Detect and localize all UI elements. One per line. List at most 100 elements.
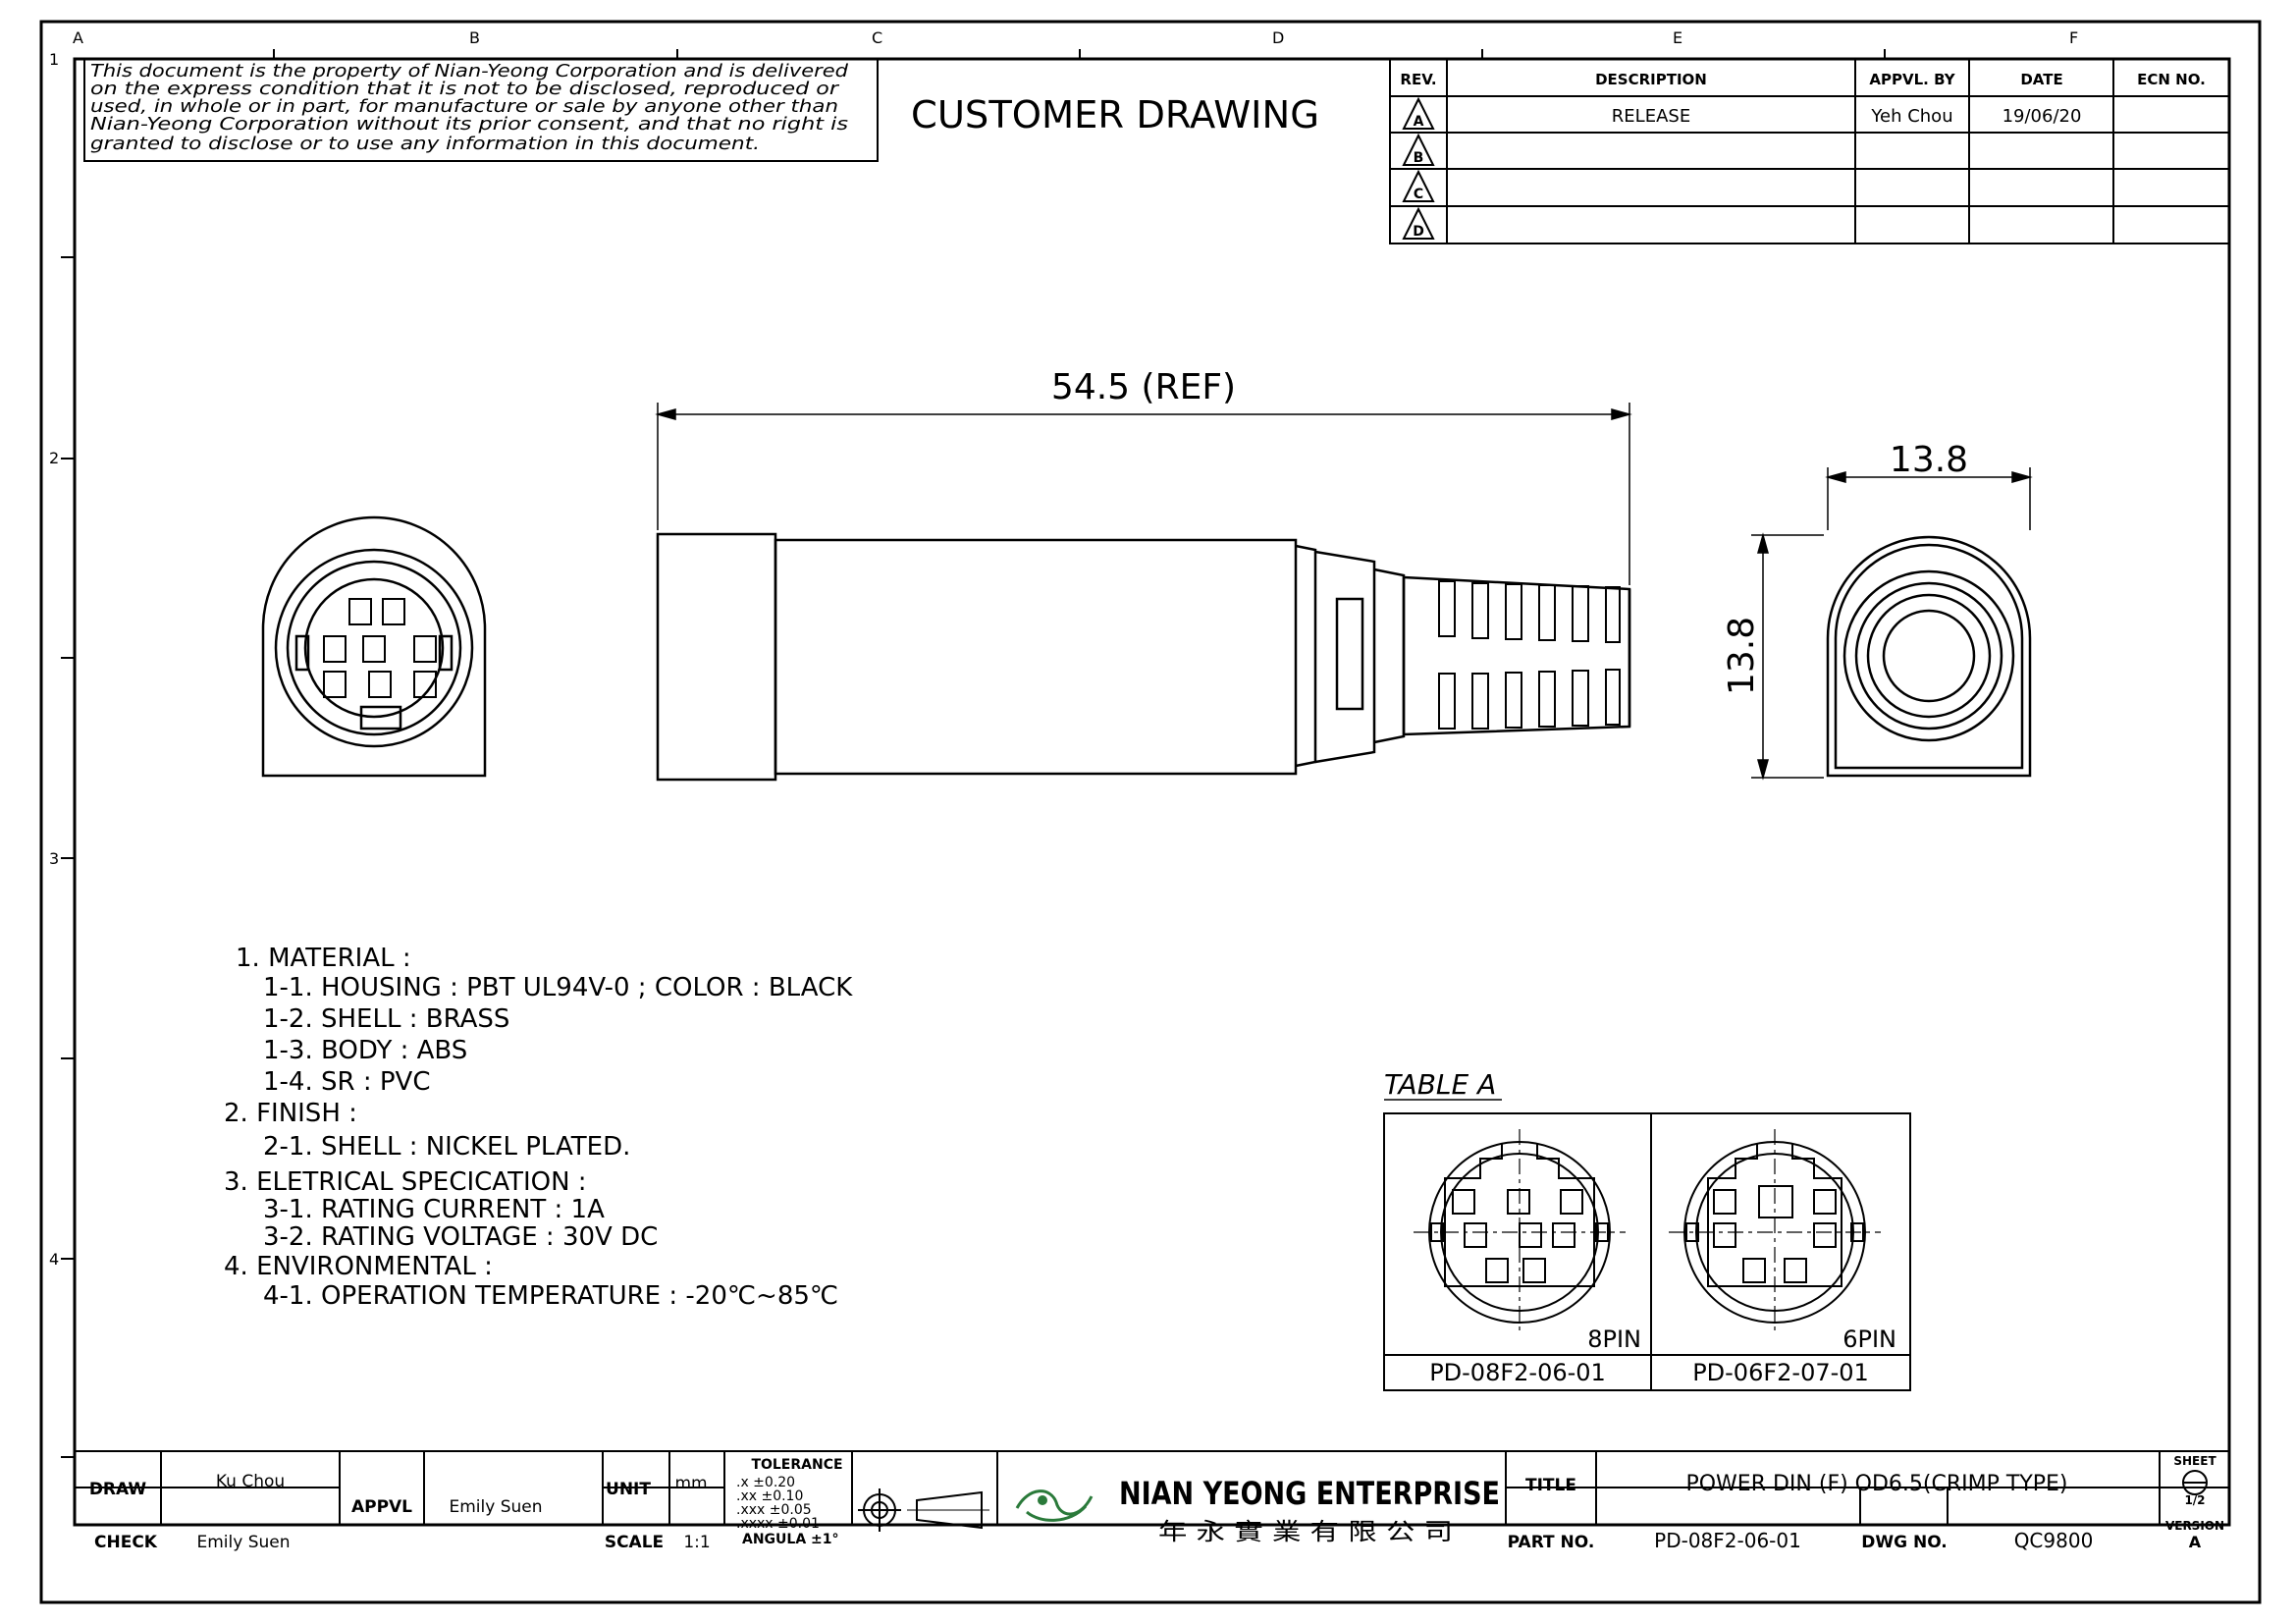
top-zone-ticks — [273, 49, 1886, 59]
zone-number: 1 — [49, 50, 59, 69]
revision-letters: A B C D — [1413, 114, 1424, 240]
table-a-part-number: PD-08F2-06-01 — [1429, 1359, 1606, 1386]
title-label: TITLE — [1525, 1476, 1576, 1495]
table-a-part-number: PD-06F2-07-01 — [1692, 1359, 1869, 1386]
version-label: VERSION — [2165, 1519, 2224, 1533]
rev-letter: A — [1414, 114, 1424, 130]
revision-row-a: RELEASE Yeh Chou 19/06/20 — [1612, 106, 2082, 127]
unit-label: UNIT — [606, 1480, 651, 1499]
zone-letter: C — [872, 28, 882, 47]
dwg-no-value: QC9800 — [2014, 1529, 2094, 1552]
note-line: 3-1. RATING CURRENT : 1A — [263, 1195, 605, 1224]
company-name: NIAN YEONG ENTERPRISE — [1119, 1475, 1500, 1512]
appvl-value: Emily Suen — [449, 1497, 542, 1517]
rev-letter: D — [1413, 224, 1424, 240]
notes-list: 1. MATERIAL : 1-1. HOUSING : PBT UL94V-0… — [224, 944, 853, 1311]
note-line: 1-4. SR : PVC — [263, 1067, 430, 1097]
appvl-label: APPVL — [351, 1497, 412, 1517]
sheet-and-version: SHEET 1/2 VERSION A — [2165, 1454, 2224, 1551]
tolerance-line: .xxxx ±0.01 — [736, 1516, 820, 1532]
left-zone-ticks — [61, 256, 75, 1458]
sheet-symbol-icon — [2182, 1470, 2208, 1495]
tolerance-line: .xxx ±0.05 — [736, 1502, 812, 1518]
drawing-title: CUSTOMER DRAWING — [911, 93, 1319, 136]
scale-value: 1:1 — [683, 1533, 710, 1552]
disclaimer-line: used, in whole or in part, for manufactu… — [90, 96, 838, 117]
disclaimer-line: This document is the property of Nian-Ye… — [90, 61, 849, 81]
note-line: 4-1. OPERATION TEMPERATURE : -20℃~85℃ — [263, 1281, 838, 1311]
note-line: 4. ENVIRONMENTAL : — [224, 1252, 493, 1281]
part-no-label: PART NO. — [1508, 1533, 1595, 1552]
front-view-pins — [323, 598, 437, 698]
revision-description: RELEASE — [1612, 106, 1690, 127]
sheet-value: 1/2 — [2184, 1493, 2205, 1507]
check-label: CHECK — [94, 1533, 158, 1552]
revision-table-headers: REV. DESCRIPTION APPVL. BY DATE ECN NO. — [1400, 71, 2205, 88]
note-line: 1-3. BODY : ABS — [263, 1036, 467, 1065]
note-line: 3. ELETRICAL SPECICATION : — [224, 1167, 587, 1197]
height-dimension-label: 13.8 — [1722, 617, 1762, 695]
strain-relief-slots — [1438, 580, 1621, 730]
disclaimer-line: Nian-Yeong Corporation without its prior… — [90, 114, 848, 135]
zone-letter: B — [469, 28, 480, 47]
dwg-no-label: DWG NO. — [1861, 1533, 1948, 1552]
side-zone-numbers: 1 2 3 4 — [49, 50, 59, 1269]
zone-letter: A — [73, 28, 83, 47]
check-value: Emily Suen — [196, 1533, 290, 1552]
date-header: DATE — [2020, 71, 2062, 88]
table-a-labels: 8PIN 6PIN PD-08F2-06-01 PD-06F2-07-01 — [1429, 1325, 1896, 1386]
rear-view-connector — [1826, 535, 2032, 778]
zone-number: 4 — [49, 1250, 59, 1269]
note-line: 2. FINISH : — [224, 1099, 357, 1128]
table-a-6pin-face — [1669, 1129, 1881, 1335]
sheet-label: SHEET — [2173, 1454, 2216, 1468]
title-block-grid — [75, 1450, 2229, 1525]
table-a-8pin-face — [1414, 1129, 1626, 1335]
inner-border — [73, 57, 2231, 1527]
revision-table-grid — [1389, 58, 2230, 244]
zone-letter: D — [1272, 28, 1284, 47]
ecn-header: ECN NO. — [2137, 71, 2206, 88]
title-value: POWER DIN (F) OD6.5(CRIMP TYPE) — [1685, 1472, 2067, 1496]
scale-label: SCALE — [605, 1533, 664, 1552]
draw-label: DRAW — [89, 1480, 147, 1499]
disclaimer-line: on the express condition that it is not … — [90, 79, 840, 99]
note-line: 2-1. SHELL : NICKEL PLATED. — [263, 1132, 630, 1162]
outer-border — [39, 20, 2262, 1604]
zone-letter: E — [1673, 28, 1682, 47]
note-line: 1-2. SHELL : BRASS — [263, 1004, 509, 1034]
top-zone-letters: A B C D E F — [73, 28, 2078, 47]
rev-letter: C — [1414, 187, 1423, 202]
tolerance-table: TOLERANCE .x ±0.20 .xx ±0.10 .xxx ±0.05 … — [736, 1457, 843, 1547]
unit-value: mm — [674, 1474, 707, 1493]
length-dimension-lines — [655, 403, 1632, 585]
table-a-pin-count: 8PIN — [1587, 1325, 1641, 1353]
length-dimension-label: 54.5 (REF) — [1051, 367, 1236, 407]
zone-number: 2 — [49, 449, 59, 467]
table-a-pin-count: 6PIN — [1842, 1325, 1896, 1353]
part-no-value: PD-08F2-06-01 — [1654, 1529, 1801, 1552]
zone-letter: F — [2069, 28, 2078, 47]
title-block-labels: DRAW Ku Chou CHECK Emily Suen APPVL Emil… — [89, 1472, 711, 1552]
company-name-chinese: 年 永 實 業 有 限 公 司 — [1158, 1518, 1453, 1545]
front-view-connector-face — [261, 515, 487, 778]
table-a-title: TABLE A — [1384, 1068, 1496, 1101]
rev-header: REV. — [1400, 71, 1436, 88]
tolerance-line: .xx ±0.10 — [736, 1488, 803, 1504]
rev-letter: B — [1414, 150, 1424, 166]
revision-triangles — [1402, 96, 1435, 240]
side-view-connector-body — [656, 532, 1631, 782]
disclaimer-box — [83, 58, 879, 162]
version-value: A — [2189, 1533, 2202, 1551]
note-line: 1-1. HOUSING : PBT UL94V-0 ; COLOR : BLA… — [263, 973, 853, 1002]
description-header: DESCRIPTION — [1595, 71, 1707, 88]
note-line: 1. MATERIAL : — [236, 944, 411, 973]
draw-value: Ku Chou — [216, 1472, 285, 1491]
tolerance-line: .x ±0.20 — [736, 1475, 795, 1490]
company-logo-icon — [1015, 1489, 1094, 1522]
approved-by-header: APPVL. BY — [1869, 71, 1955, 88]
revision-approver: Yeh Chou — [1870, 106, 1952, 127]
table-a-grid — [1383, 1099, 1911, 1391]
tolerance-line: ANGULA ±1° — [742, 1532, 839, 1547]
